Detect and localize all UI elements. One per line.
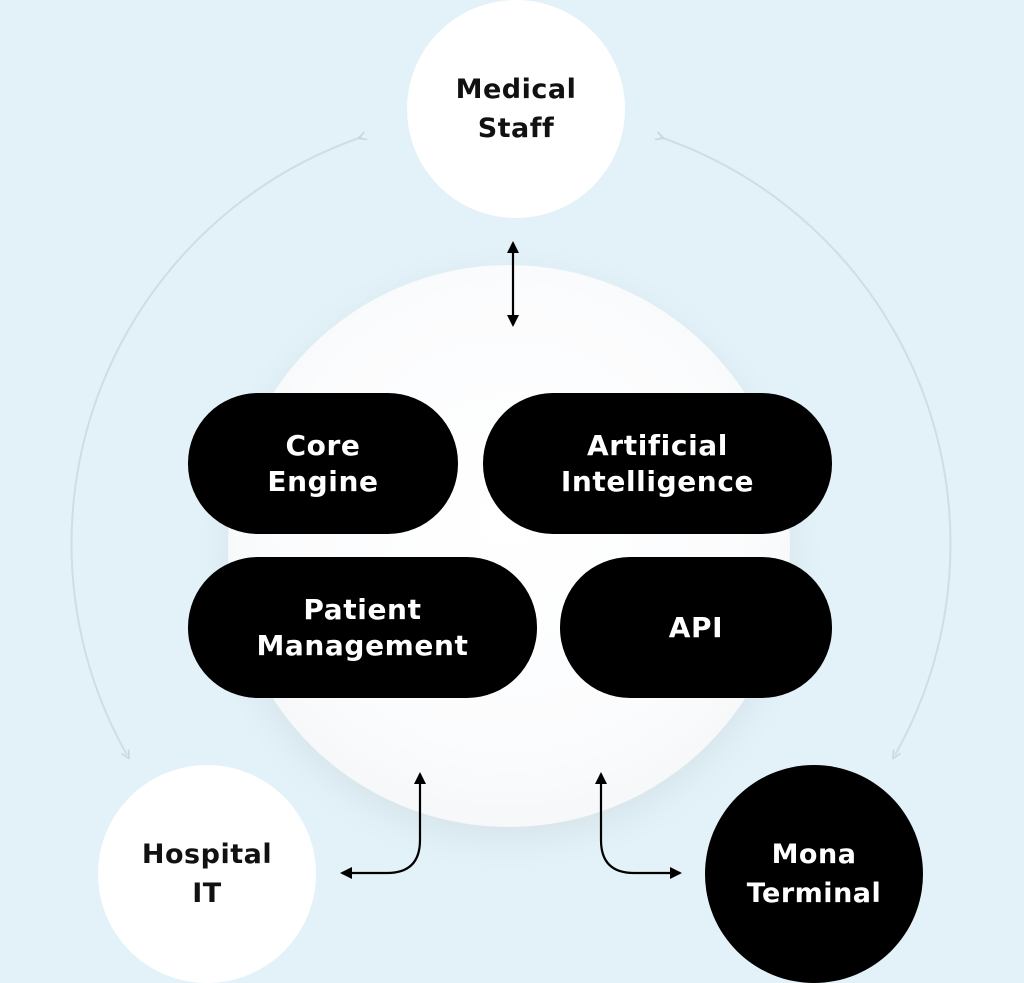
module-artificial-intelligence-label: Artificial Intelligence xyxy=(560,428,755,498)
node-hospital-it-label: Hospital IT xyxy=(141,839,273,909)
module-artificial-intelligence: Artificial Intelligence xyxy=(483,393,832,534)
node-medical-staff: Medical Staff xyxy=(407,0,625,218)
module-api-label: API xyxy=(668,610,724,644)
platform-hub xyxy=(228,265,790,827)
node-mona-terminal-label: Mona Terminal xyxy=(746,839,882,909)
module-core-engine-label: Core Engine xyxy=(267,428,379,498)
module-core-engine: Core Engine xyxy=(188,393,458,534)
module-api: API xyxy=(560,557,832,698)
module-patient-management-label: Patient Management xyxy=(256,592,469,662)
module-patient-management: Patient Management xyxy=(188,557,537,698)
node-mona-terminal: Mona Terminal xyxy=(705,765,923,983)
node-hospital-it: Hospital IT xyxy=(98,765,316,983)
node-medical-staff-label: Medical Staff xyxy=(455,74,577,144)
